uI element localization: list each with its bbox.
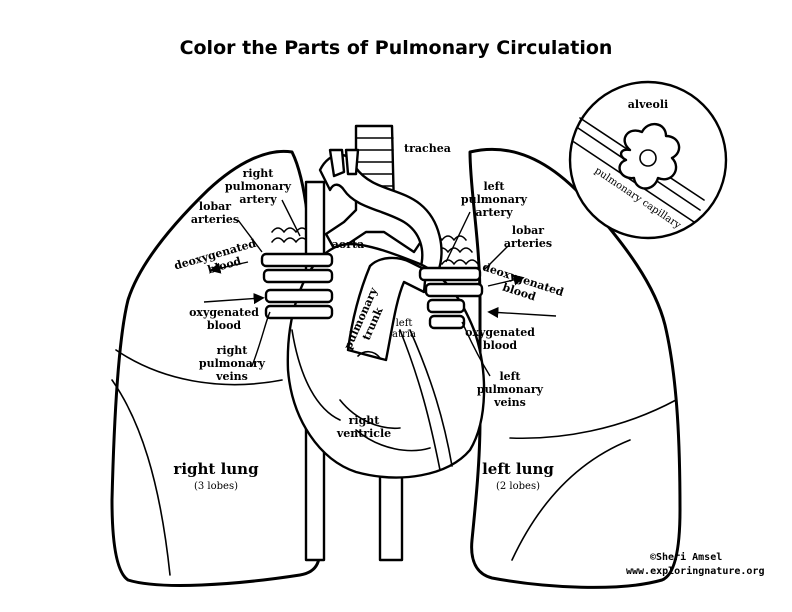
- label-left-pulmonary-veins: left pulmonary veins: [477, 370, 544, 409]
- svg-text:blood: blood: [207, 319, 242, 332]
- svg-text:pulmonary: pulmonary: [225, 180, 292, 193]
- svg-text:left: left: [396, 318, 413, 329]
- label-right-pulmonary-veins: right pulmonary veins: [199, 344, 266, 383]
- label-right-pulmonary-artery: right pulmonary artery: [225, 167, 292, 206]
- svg-text:oxygenated: oxygenated: [465, 326, 535, 339]
- svg-text:pulmonary: pulmonary: [477, 383, 544, 396]
- label-trachea: trachea: [404, 142, 451, 155]
- label-lobar-arteries-right: lobar arteries: [191, 200, 239, 226]
- credit-author: ©Sheri Amsel: [650, 551, 722, 563]
- alveoli-inset: [568, 80, 728, 240]
- svg-text:pulmonary: pulmonary: [461, 193, 528, 206]
- svg-text:left: left: [500, 370, 522, 383]
- label-left-lung: left lung: [482, 460, 554, 478]
- label-oxygenated-blood-right: oxygenated blood: [189, 306, 259, 332]
- svg-text:right: right: [243, 167, 275, 180]
- svg-text:arteries: arteries: [191, 213, 239, 226]
- credit-site: www.exploringnature.org: [626, 565, 764, 577]
- label-right-lung-lobes: (3 lobes): [194, 481, 238, 492]
- label-left-pulmonary-artery: left pulmonary artery: [461, 180, 528, 219]
- page-title: Color the Parts of Pulmonary Circulation: [180, 37, 613, 59]
- svg-text:right: right: [217, 344, 249, 357]
- label-right-lung: right lung: [173, 460, 259, 478]
- svg-text:lobar: lobar: [512, 224, 544, 237]
- svg-text:veins: veins: [493, 396, 526, 409]
- svg-text:atria: atria: [392, 329, 416, 340]
- blood-flow-arrows: [203, 261, 557, 319]
- svg-text:artery: artery: [475, 206, 513, 219]
- label-aorta: aorta: [332, 238, 364, 251]
- svg-text:artery: artery: [239, 193, 277, 206]
- svg-text:veins: veins: [215, 370, 248, 383]
- svg-text:oxygenated: oxygenated: [189, 306, 259, 319]
- pulmonary-trunk: [346, 256, 428, 362]
- svg-text:right: right: [349, 414, 381, 427]
- svg-text:ventricle: ventricle: [336, 427, 391, 440]
- svg-text:arteries: arteries: [504, 237, 552, 250]
- left-pulmonary-vessels: [418, 266, 484, 330]
- svg-text:left: left: [484, 180, 506, 193]
- right-pulmonary-vessels: [260, 252, 334, 320]
- label-oxygenated-blood-left: oxygenated blood: [465, 326, 535, 352]
- svg-text:blood: blood: [483, 339, 518, 352]
- label-deoxygenated-blood-right: deoxygenated blood: [173, 237, 258, 277]
- label-right-ventricle: right ventricle: [336, 414, 391, 440]
- label-left-lung-lobes: (2 lobes): [496, 481, 540, 492]
- label-alveoli: alveoli: [628, 98, 668, 111]
- label-lobar-arteries-left: lobar arteries: [504, 224, 552, 250]
- label-left-atria: left atria: [392, 318, 416, 340]
- svg-text:lobar: lobar: [199, 200, 231, 213]
- svg-text:pulmonary: pulmonary: [199, 357, 266, 370]
